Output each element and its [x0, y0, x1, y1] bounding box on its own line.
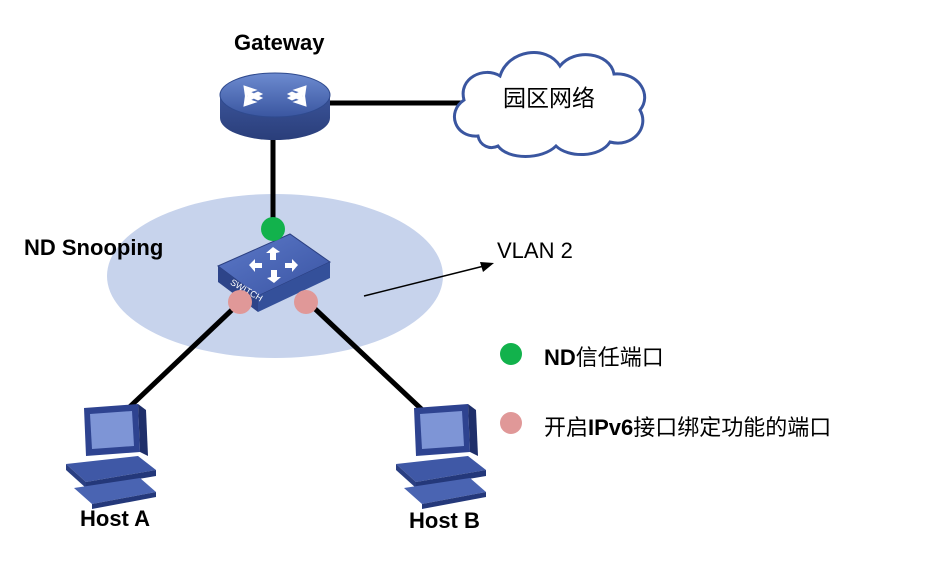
binding-port-dot-left	[228, 290, 252, 314]
legend-binding-bold: IPv6	[588, 415, 634, 440]
host-b-label: Host B	[409, 508, 480, 533]
vlan-arrow	[363, 262, 494, 297]
cloud-icon	[453, 51, 647, 158]
legend-trusted-suffix: 信任端口	[575, 345, 664, 370]
nd-snooping-label: ND Snooping	[24, 235, 164, 260]
host-a-computer-icon	[66, 404, 156, 509]
legend-binding-port: 开启IPv6接口绑定功能的端口	[544, 410, 831, 442]
legend-trusted-port: ND信任端口	[544, 340, 664, 372]
legend-binding-dot	[500, 412, 522, 434]
gateway-label: Gateway	[234, 30, 325, 55]
host-a-label: Host A	[80, 506, 151, 531]
legend-binding-prefix: 开启	[544, 415, 589, 440]
link-switch-host-b	[310, 304, 435, 422]
legend-binding-suffix: 接口绑定功能的端口	[633, 415, 832, 440]
legend-trusted-prefix: ND	[544, 345, 576, 370]
trusted-port-dot	[261, 217, 285, 241]
host-b-computer-icon	[396, 404, 486, 509]
binding-port-dot-right	[294, 290, 318, 314]
vlan-label: VLAN 2	[497, 238, 573, 263]
router-icon	[219, 72, 331, 140]
cloud-label: 园区网络	[503, 85, 595, 111]
link-switch-host-a	[116, 304, 238, 420]
legend-trusted-dot	[500, 343, 522, 365]
